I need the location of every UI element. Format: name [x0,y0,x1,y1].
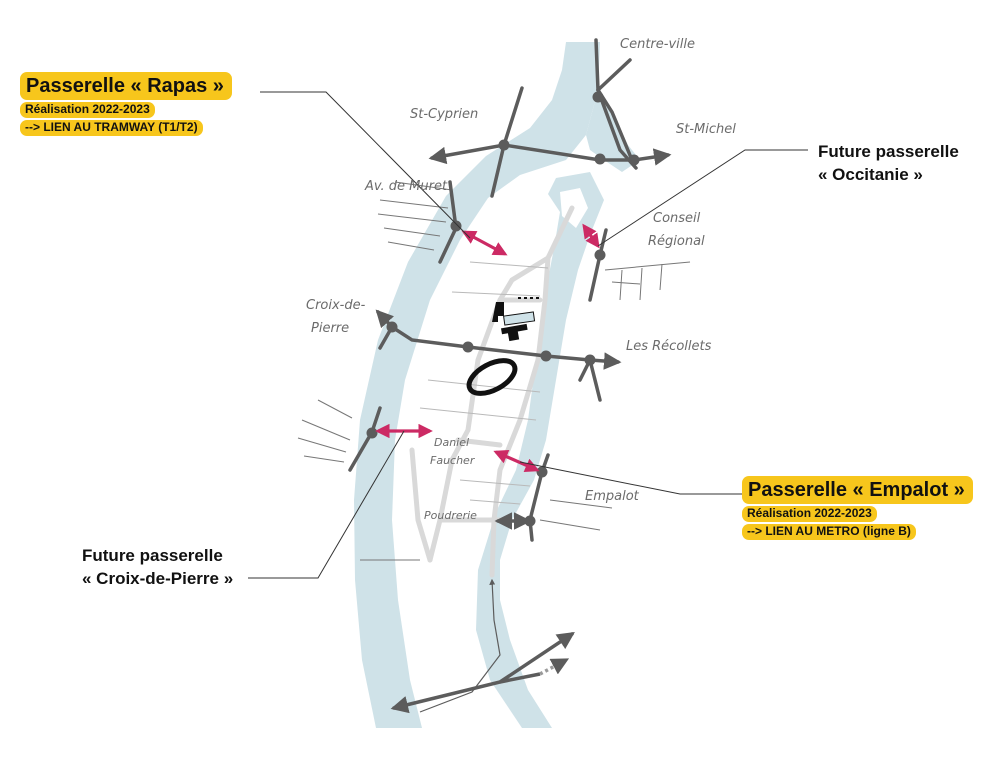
southern-path [419,578,501,713]
callout-rapas-title: Passerelle « Rapas » [20,72,232,100]
place-label-av-muret: Av. de Muret [364,179,448,194]
road-nodes [366,91,640,527]
street-hatching [297,181,691,561]
callout-empalot-date: Réalisation 2022-2023 [742,506,877,522]
place-label-faucher: Faucher [430,454,476,467]
road-south-dashed [499,672,541,684]
place-label-daniel: Daniel [434,436,469,449]
place-label-poudrerie: Poudrerie [424,509,477,522]
place-label-conseil: Conseil [653,211,701,226]
place-label-regional: Régional [648,234,705,249]
place-label-st-michel: St-Michel [676,122,736,137]
stadium-icon [466,358,518,396]
footbridges [375,223,600,472]
road-south-dotted [539,658,570,676]
label-future-occitanie-line1: Future passerelle [818,142,959,161]
callout-rapas: Passerelle « Rapas » Réalisation 2022-20… [20,72,232,136]
place-label-croix-de: Croix-de- [306,298,366,313]
footbridge-rapas [461,230,508,256]
callout-rapas-link: --> LIEN AU TRAMWAY (T1/T2) [20,120,203,136]
label-future-croix-line1: Future passerelle [82,546,223,565]
label-future-croix-de-pierre: Future passerelle « Croix-de-Pierre » [82,544,233,590]
place-label-st-cyprien: St-Cyprien [410,107,478,122]
callout-empalot-link: --> LIEN AU METRO (ligne B) [742,524,916,540]
place-label-recollets: Les Récollets [626,339,712,354]
island-buildings [466,297,540,396]
label-future-croix-line2: « Croix-de-Pierre » [82,569,234,588]
label-future-occitanie-line2: « Occitanie » [818,165,923,184]
river-east-arm [476,172,604,728]
callout-empalot: Passerelle « Empalot » Réalisation 2022-… [742,476,973,540]
label-future-occitanie: Future passerelle « Occitanie » [818,140,959,186]
leader-lines [248,91,808,579]
callout-empalot-title: Passerelle « Empalot » [742,476,973,504]
footbridge-empalot [493,450,540,472]
callout-rapas-date: Réalisation 2022-2023 [20,102,155,118]
place-label-pierre: Pierre [311,321,349,336]
island-thin-lines [419,261,549,505]
river-main-arm [354,42,600,728]
building-icon [492,302,504,322]
place-label-empalot: Empalot [585,489,640,504]
footbridge-occitanie [582,223,600,249]
place-label-centre-ville: Centre-ville [620,37,695,52]
building-icon [500,323,528,342]
basin-icon [503,311,536,326]
